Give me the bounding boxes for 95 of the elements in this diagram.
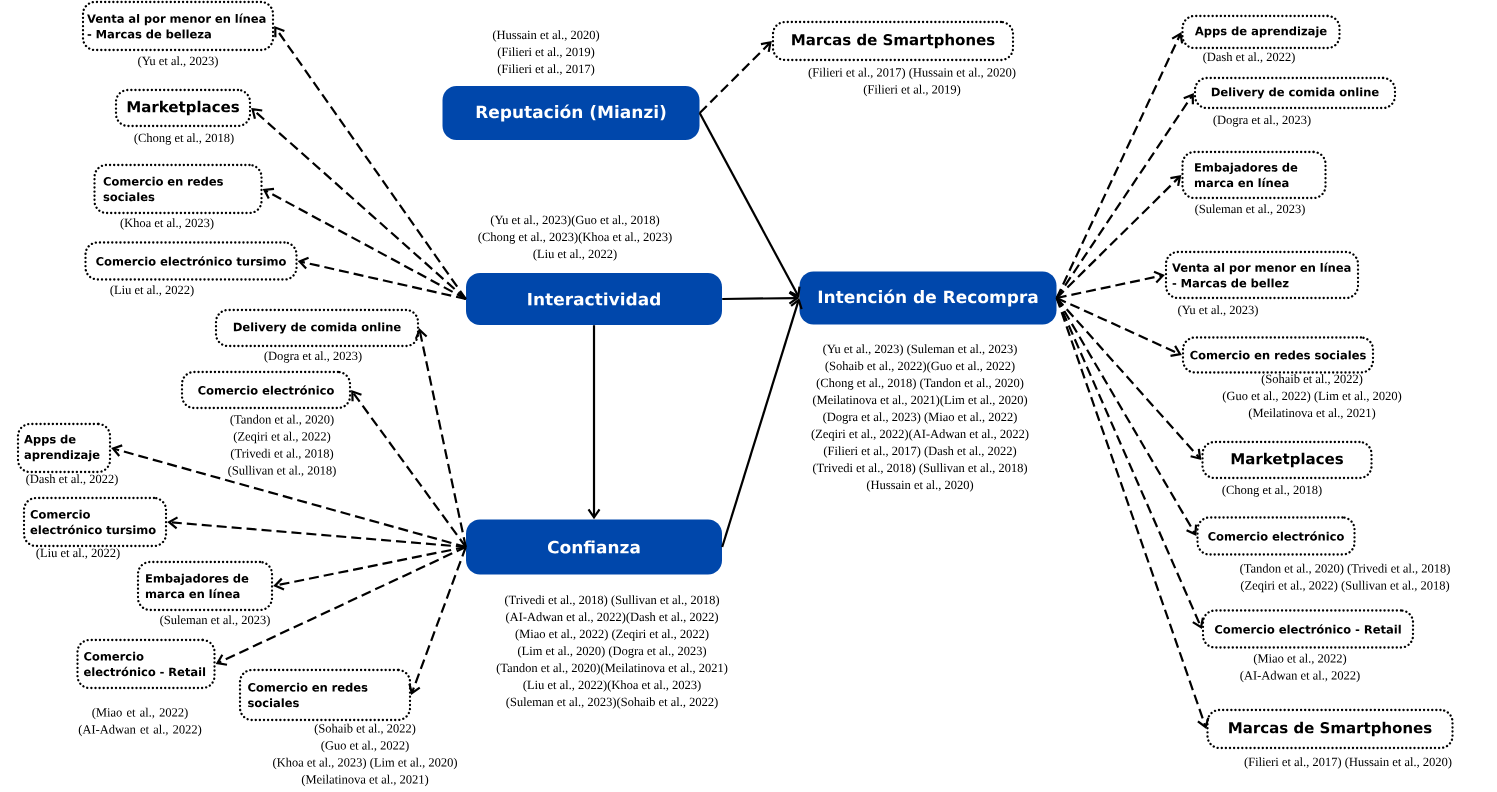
citation-text: (Miao et al., 2022) (AI-Adwan et al., 2022): [78, 707, 202, 737]
node-label: (Chong et al., 2018) (Tandon et al., 2020): [816, 378, 1024, 390]
arrow: [721, 298, 803, 548]
citation-text: (Dash et al., 2022): [1203, 52, 1295, 64]
citation-text: (Yu et al., 2023): [138, 56, 218, 68]
context-box: Venta al por menor en línea - Marcas de belleza: [81, 0, 275, 52]
arrow: [408, 546, 467, 695]
arrow: [111, 444, 467, 549]
node-label: (Dogra et al., 2023) (Miao et al., 2022): [823, 412, 1017, 424]
node-label: (Sullivan et al., 2018): [228, 465, 336, 478]
context-box: Marcas de Smartphones: [771, 20, 1015, 62]
citation-text: (Tandon et al., 2020) (Zeqiri et al., 2022) (Trivedi et al., 2018) (Sullivan et al., 2018): [228, 414, 336, 478]
citation-text: (Hussain et al., 2020) (Filieri et al., 2019) (Filieri et al., 2017): [492, 30, 600, 76]
arrow: [414, 328, 467, 548]
concept-box: Reputación (Mianzi): [442, 86, 700, 140]
arrow: [1055, 297, 1204, 629]
node-label: (Filieri et al., 2017) (Dash et al., 2022): [823, 446, 1017, 458]
arrow: [698, 112, 801, 298]
citation-text: (Trivedi et al., 2018) (Sullivan et al., 2018) (AI-Adwan et al., 2022)(Dash et al., 2022) (Miao et al., 2022) (Zeqiri et al., 2022) (Lim et al., 2020) (Dogra et al., 2023) (Tandon et al., 2020)(Meilatinova et al., 2021) (Liu et al., 2022)(Khoa et al., 2023) (Suleman et al., 2023)(Sohaib et al., 2022): [496, 595, 728, 709]
context-box: Comercio electrónico tursimo: [84, 241, 298, 281]
citation-text: (Chong et al., 2018): [134, 133, 234, 145]
context-box: Marketplaces: [1201, 440, 1373, 480]
node-label: (Khoa et al., 2023) (Lim et al., 2020): [273, 757, 457, 770]
arrow: [251, 108, 467, 300]
citation-text: (Sohaib et al., 2022) (Guo et al., 2022) (Khoa et al., 2023) (Lim et al., 2020) (Meilatinova et al., 2021): [273, 723, 457, 787]
citation-text: (Yu et al., 2023) (Suleman et al., 2023) (Sohaib et al., 2022)(Guo et al., 2022) (Chong et al., 2018) (Tandon et al., 2020) (Meilatinova et al., 2021)(Lim et al., 2020) (Dogra et al., 2023) (Miao et al., 2022) (Zeqiri et al., 2022)(AI-Adwan et al., 2022) (Filieri et al., 2017) (Dash et al., 2022) (Trivedi et al., 2018) (Sullivan et al., 2018) (Hussain et al., 2020): [811, 344, 1029, 492]
concept-box: Intención de Recompra: [799, 271, 1057, 325]
context-box: Comercio electrónico tursimo: [22, 496, 168, 548]
arrow: [1056, 270, 1165, 300]
node-label: (Lim et al., 2020) (Dogra et al., 2023): [517, 646, 707, 658]
concept-box: Interactividad: [466, 273, 722, 325]
context-box: Apps de aprendizaje: [16, 422, 112, 474]
node-label: (Zeqiri et al., 2022): [233, 431, 331, 444]
citation-text: (Yu et al., 2023)(Guo et al., 2018) (Chong et al., 2023)(Khoa et al., 2023) (Liu et al., 2022): [478, 215, 672, 261]
node-label: (Liu et al., 2022)(Khoa et al., 2023): [523, 680, 701, 692]
arrow: [698, 41, 772, 114]
node-label: (Tandon et al., 2020)(Meilatinova et al., 2021): [496, 663, 728, 675]
context-box: Marketplaces: [114, 88, 252, 128]
node-label: (Zeqiri et al., 2022)(AI-Adwan et al., 2022): [811, 429, 1029, 441]
node-label: (AI-Adwan et al., 2022)(Dash et al., 2022): [505, 612, 719, 624]
citation-text: (Liu et al., 2022): [110, 285, 194, 297]
arrow: [1056, 297, 1182, 357]
concept-box: Confianza: [466, 519, 722, 575]
arrow: [215, 546, 467, 666]
node-label: (Guo et al., 2022): [321, 740, 409, 753]
citation-text: (Sohaib et al., 2022) (Guo et al., 2022) (Lim et al., 2020) (Meilatinova et al., 2021): [1222, 374, 1402, 420]
arrow: [1055, 297, 1210, 729]
node-label: (Trivedi et al., 2018) (Sullivan et al., 2018): [504, 595, 720, 607]
context-box: Comercio en redes sociales: [1181, 336, 1375, 374]
node-label: (Miao et al., 2022) (Zeqiri et al., 2022): [515, 629, 709, 641]
arrow: [722, 291, 800, 305]
citation-text: (Khoa et al., 2023): [120, 218, 214, 230]
node-label: (Trivedi et al., 2018): [230, 448, 334, 461]
citation-text: (Liu et al., 2022): [36, 548, 120, 560]
node-label: (Suleman et al., 2023)(Sohaib et al., 2022): [506, 697, 718, 709]
citation-text: (Miao et al., 2022) (AI-Adwan et al., 2022): [1240, 653, 1360, 683]
context-box: Delivery de comida online: [214, 308, 420, 348]
citation-text: (Filieri et al., 2017) (Hussain et al., 2020) (Filieri et al., 2019): [808, 67, 1016, 97]
context-box: Comercio en redes sociales: [93, 163, 263, 215]
node-label: (Tandon et al., 2020): [230, 414, 334, 427]
citation-text: (Suleman et al., 2023): [160, 615, 270, 627]
citation-text: (Dogra et al., 2023): [1213, 115, 1311, 127]
arrow: [274, 26, 467, 300]
context-box: Comercio electrónico: [180, 370, 352, 410]
context-box: Comercio electrónico - Retail: [1201, 609, 1415, 649]
arrow: [351, 390, 467, 548]
context-box: Embajadores de marca en línea: [1181, 150, 1327, 200]
context-box: Delivery de comida online: [1193, 76, 1397, 110]
citation-text: (Suleman et al., 2023): [1195, 204, 1305, 216]
arrow: [1055, 93, 1194, 299]
citation-text: (Dash et al., 2022): [26, 474, 118, 486]
arrow: [1055, 175, 1182, 299]
context-box: Comercio electrónico - Retail: [76, 638, 216, 690]
arrow: [297, 256, 467, 301]
node-label: (Yu et al., 2023) (Suleman et al., 2023): [823, 344, 1017, 356]
citation-text: (Chong et al., 2018): [1222, 485, 1322, 497]
node-label: (Sohaib et al., 2022): [314, 723, 416, 736]
citation-text: (Filieri et al., 2017) (Hussain et al., 2020): [1244, 757, 1452, 769]
node-label: (Trivedi et al., 2018) (Sullivan et al., 2018): [812, 463, 1028, 475]
node-label: (Meilatinova et al., 2021): [301, 774, 429, 787]
context-box: Embajadores de marca en línea: [136, 560, 274, 612]
node-label: (Hussain et al., 2020): [866, 480, 974, 492]
node-label: (Sohaib et al., 2022)(Guo et al., 2022): [825, 361, 1015, 373]
arrow: [167, 516, 466, 549]
context-box: Venta al por menor en línea - Marcas de bellez: [1164, 250, 1360, 300]
context-box: Comercio electrónico: [1196, 516, 1356, 556]
citation-text: (Yu et al., 2023): [1178, 305, 1258, 317]
node-label: (Meilatinova et al., 2021)(Lim et al., 2020): [812, 395, 1028, 407]
citation-text: (Tandon et al., 2020) (Trivedi et al., 2018) (Zeqiri et al., 2022) (Sullivan et al., 2018): [1240, 563, 1450, 593]
context-box: Comercio en redes sociales: [238, 668, 412, 722]
arrow: [587, 325, 601, 520]
citation-text: (Dogra et al., 2023): [264, 351, 362, 363]
context-box: Apps de aprendizaje: [1181, 14, 1341, 50]
context-box: Marcas de Smartphones: [1206, 708, 1454, 750]
arrow: [262, 187, 467, 300]
